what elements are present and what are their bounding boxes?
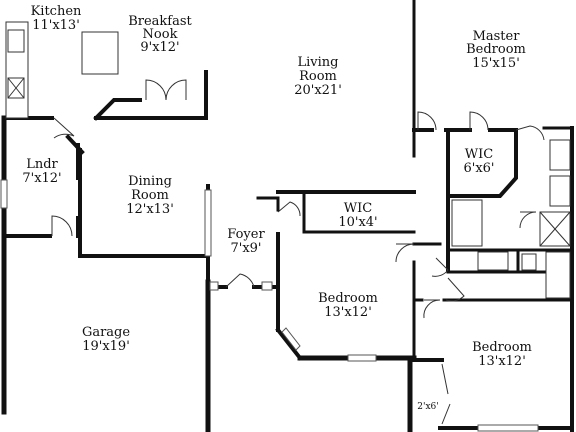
label-wic-hall-name: WIC <box>344 201 372 216</box>
label-foyer-name: Foyer <box>227 227 265 242</box>
label-foyer-size: 7'x9' <box>230 241 261 256</box>
door-foyer-closet <box>277 201 301 217</box>
label-master-name-2: Bedroom <box>466 42 526 57</box>
wall-breakfast-nook <box>93 98 142 121</box>
label-master-size: 15'x15' <box>472 56 520 71</box>
door-breakfast-right <box>165 79 187 101</box>
kitchen-sink <box>7 29 25 53</box>
label-living-size: 20'x21' <box>294 83 342 98</box>
label-closet-size: 2'x6' <box>417 402 438 412</box>
label-laundry-name: Lndr <box>26 157 58 172</box>
window-garage-post <box>209 281 219 291</box>
label-wic-hall-size: 10'x4' <box>338 215 377 230</box>
windows <box>0 179 539 432</box>
label-living-name-2: Room <box>299 69 337 84</box>
hall-sink <box>477 251 509 271</box>
window-foyer-post <box>261 281 273 291</box>
door-laundry-lower <box>51 215 73 237</box>
door-master-wic <box>469 111 489 131</box>
label-bedroom3-name: Bedroom <box>472 340 532 355</box>
label-master-name-1: Master <box>473 29 521 44</box>
label-bedroom3-size: 13'x12' <box>478 354 526 369</box>
window-laundry <box>0 179 8 209</box>
label-wic-master-size: 6'x6' <box>463 161 494 176</box>
label-dining-name-2: Room <box>131 188 169 203</box>
door-bath-lower <box>519 211 537 229</box>
label-dining-size: 12'x13' <box>126 202 174 217</box>
label-kitchen-size: 11'x13' <box>32 18 80 33</box>
door-bedroom3 <box>423 299 441 319</box>
door-foyer <box>225 273 255 288</box>
window-bedroom3 <box>477 424 539 432</box>
window-bedroom2 <box>347 354 377 362</box>
room-labels: Kitchen 11'x13' Breakfast Nook 9'x12' Li… <box>22 4 532 412</box>
label-kitchen-name: Kitchen <box>31 4 82 19</box>
hall-tub <box>545 251 571 299</box>
label-laundry-size: 7'x12' <box>22 171 61 186</box>
door-bath <box>515 125 545 141</box>
fixtures <box>5 21 571 299</box>
doors <box>51 79 545 425</box>
door-master <box>417 111 437 131</box>
door-hall <box>445 277 465 302</box>
tub-master <box>451 199 483 247</box>
door-breakfast-left <box>145 79 167 101</box>
wall-master-wic <box>446 128 518 198</box>
window-dining <box>204 189 212 257</box>
door-bedroom2 <box>395 243 415 263</box>
label-dining-name-1: Dining <box>128 174 172 189</box>
label-wic-master-name: WIC <box>465 147 493 162</box>
label-living-name-1: Living <box>298 55 339 70</box>
bay-window <box>275 327 303 361</box>
vanity-master-top <box>549 139 571 171</box>
door-laundry <box>53 117 75 139</box>
hall-toilet <box>521 253 537 271</box>
label-garage-name: Garage <box>82 325 130 340</box>
vanity-master-bottom <box>549 175 571 207</box>
kitchen-island <box>81 31 119 75</box>
label-breakfast-size: 9'x12' <box>140 40 179 55</box>
label-garage-size: 19'x19' <box>82 339 130 354</box>
door-hall-bath <box>431 257 449 277</box>
label-bedroom2-name: Bedroom <box>318 291 378 306</box>
door-closet <box>441 363 451 425</box>
label-breakfast-name-2: Nook <box>143 27 178 42</box>
label-bedroom2-size: 13'x12' <box>324 305 372 320</box>
label-breakfast-name-1: Breakfast <box>128 14 192 29</box>
